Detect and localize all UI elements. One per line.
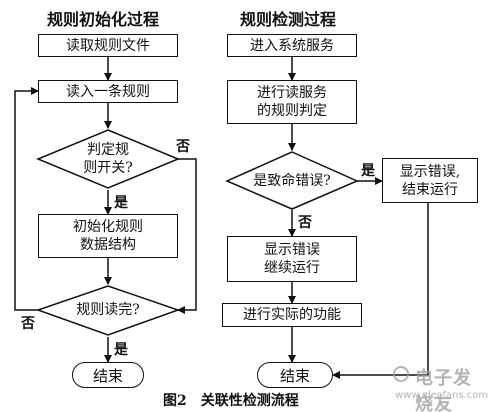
watermark-mark-icon [393,366,409,382]
label-done-no: 否 [21,316,35,332]
node-init-struct-line-2: 数据结构 [80,237,136,253]
label-done-yes: 是 [114,342,128,358]
node-enter-service-label: 进入系统服务 [250,37,334,54]
node-read-one-rule: 读入一条规则 [38,80,178,103]
decision-fatal-shape [225,151,359,210]
node-init-struct: 初始化规则 数据结构 [38,214,178,258]
decision-switch-shape [36,129,180,189]
watermark-logo: 电子发烧友 www.elecfans.com [393,362,489,412]
label-switch-yes: 是 [114,195,128,211]
node-show-error-continue: 显示错误 继续运行 [227,236,357,282]
watermark-brand: 电子发烧友 [415,368,472,412]
node-show-error-exit-line-2: 结束运行 [402,181,458,198]
node-read-rule-file-label: 读取规则文件 [66,37,150,54]
decision-switch-line-2: 则开关? [83,160,133,176]
node-right-end-label: 结束 [279,366,310,385]
node-read-one-rule-label: 读入一条规则 [66,83,150,100]
node-judge-rule-line-2: 的规则判定 [257,103,327,119]
node-show-error-exit-line-1: 显示错误, [399,163,461,180]
node-init-struct-line-1: 初始化规则 [73,219,143,235]
decision-switch-text: 判定规 则开关? [63,141,153,177]
decision-switch-line-1: 判定规 [87,142,129,158]
edge-switch-no [177,158,197,314]
node-left-end: 结束 [72,362,144,388]
node-show-error-exit: 显示错误, 结束运行 [382,158,478,203]
right-column-title: 规则检测过程 [240,10,337,29]
node-read-rule-file: 读取规则文件 [38,34,178,57]
label-switch-no: 否 [176,139,190,155]
node-right-end: 结束 [257,362,333,388]
edge-exit-end [332,203,429,379]
node-show-error-continue-line-1: 显示错误 [264,242,320,258]
decision-done-label: 规则读完? [76,302,140,318]
node-judge-rule-line-1: 进行读服务 [257,85,327,101]
figure-caption: 图2 关联性检测流程 [163,393,299,409]
decision-fatal-text: 是致命错误? [242,172,342,190]
node-enter-service: 进入系统服务 [227,34,357,57]
node-do-function: 进行实际的功能 [222,303,362,327]
label-fatal-no: 否 [298,215,312,231]
decision-fatal-label: 是致命错误? [253,173,331,189]
label-fatal-yes: 是 [361,163,375,179]
node-judge-rule: 进行读服务 的规则判定 [227,80,357,124]
watermark-url: www.elecfans.com [395,390,489,401]
node-left-end-label: 结束 [92,366,123,385]
decision-done-text: 规则读完? [58,301,158,319]
node-show-error-continue-line-2: 继续运行 [264,260,320,276]
node-do-function-label: 进行实际的功能 [243,307,341,323]
decision-done-shape [35,285,181,336]
edge-done-no [14,87,39,311]
left-column-title: 规则初始化过程 [47,10,160,29]
